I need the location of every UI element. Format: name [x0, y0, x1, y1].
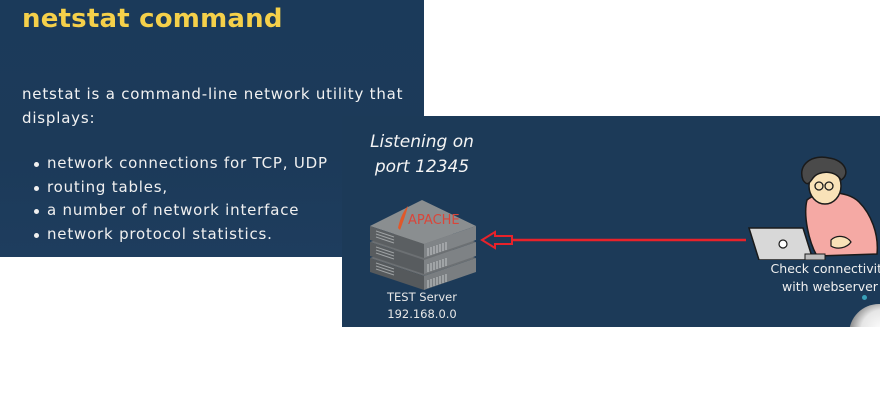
diagram-slide: Listening on port 12345 APACHE TEST S — [342, 116, 880, 327]
bullet-item: a number of network interface — [32, 199, 328, 223]
server-stack-icon: APACHE — [370, 200, 476, 290]
slide-title: netstat command — [22, 4, 283, 34]
slide-intro: netstat is a command-line network utilit… — [22, 85, 404, 127]
presenter-avatar — [849, 304, 880, 327]
server-label: TEST Server 192.168.0.0 — [372, 289, 472, 323]
listening-label: Listening on port 12345 — [362, 130, 482, 180]
bullet-item: network connections for TCP, UDP — [32, 152, 328, 176]
apache-logo-text: APACHE — [408, 213, 460, 228]
apache-feather-icon — [398, 206, 408, 230]
arrow-left-icon — [480, 230, 746, 250]
bullet-item: routing tables, — [32, 176, 328, 200]
bullet-list: network connections for TCP, UDP routing… — [32, 152, 328, 246]
listening-label-line1: Listening on — [370, 132, 474, 152]
client-label-line1: Check connectivity — [770, 261, 880, 276]
client-label: Check connectivity with webserver — [760, 260, 880, 296]
bullet-item: network protocol statistics. — [32, 223, 328, 247]
client-label-line2: with webserver — [782, 279, 878, 294]
listening-label-line2: port 12345 — [374, 157, 470, 177]
server-name: TEST Server — [387, 290, 457, 304]
person-laptop-icon — [747, 156, 879, 260]
cursor-dot — [862, 295, 867, 300]
server-ip: 192.168.0.0 — [387, 307, 457, 321]
